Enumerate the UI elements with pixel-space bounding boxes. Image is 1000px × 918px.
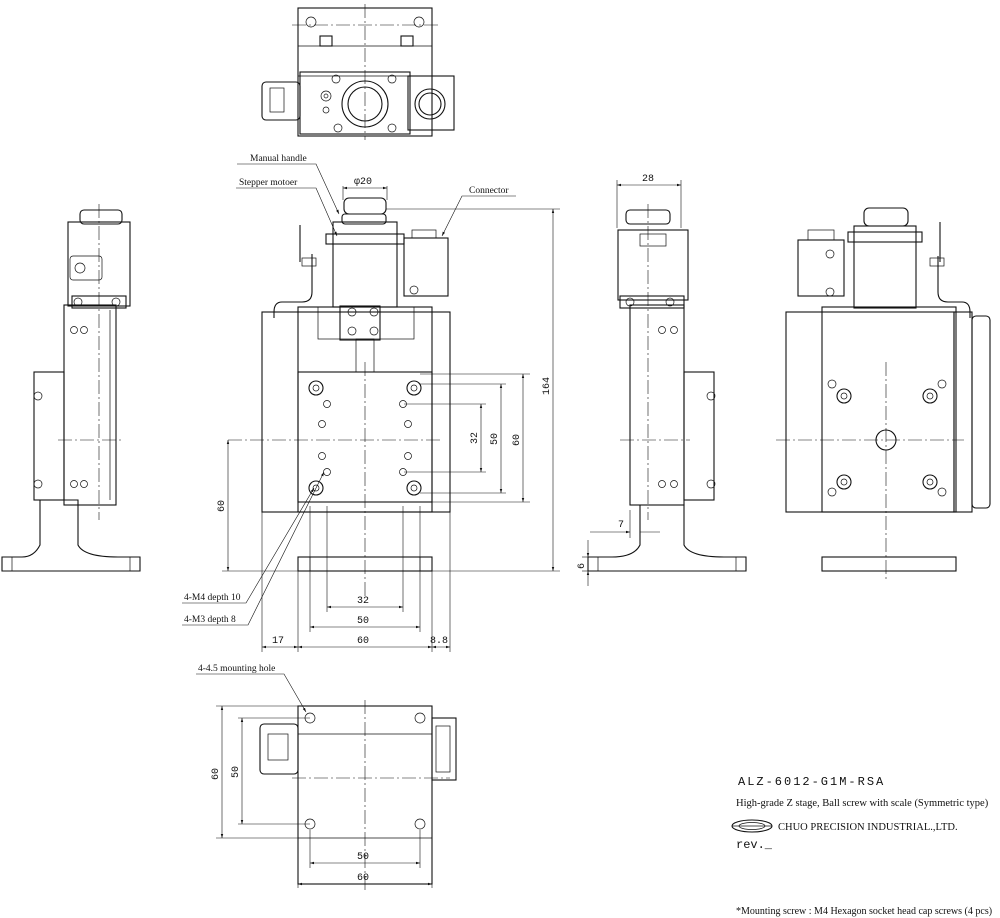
right-center-side-view: 28 7 6 (577, 174, 747, 586)
callout-stepper-motor: Stepper motoer (239, 178, 298, 188)
front-view (228, 197, 451, 596)
dim-164: 164 (542, 377, 553, 395)
dim-28: 28 (642, 174, 654, 185)
callout-mounting-hole: 4-4.5 mounting hole (198, 664, 275, 674)
product-description: High-grade Z stage, Ball screw with scal… (736, 798, 989, 809)
dim-bottom-60h: 60 (357, 873, 369, 884)
dim-h32: 32 (357, 596, 369, 607)
mounting-screw-note: *Mounting screw : M4 Hexagon socket head… (736, 906, 992, 917)
dim-v50: 50 (490, 433, 501, 445)
dim-phi20: φ20 (354, 177, 372, 188)
dim-h50: 50 (357, 616, 369, 627)
dim-8-8: 8.8 (430, 636, 448, 647)
dim-bottom-60v: 60 (211, 768, 222, 780)
top-view (261, 4, 455, 140)
dim-v32: 32 (470, 432, 481, 444)
model-number: ALZ-6012-G1M-RSA (738, 775, 885, 789)
dim-v60: 60 (512, 434, 523, 446)
dim-6: 6 (577, 563, 588, 569)
callout-m4-depth: 4-M4 depth 10 (184, 593, 241, 603)
company-logo (731, 819, 773, 833)
dim-7: 7 (618, 520, 624, 531)
left-side-view (1, 204, 141, 572)
rear-view (776, 207, 991, 580)
revision: rev._ (736, 838, 773, 852)
front-dimensions: φ20 164 60 50 32 60 32 50 (182, 154, 560, 652)
callout-connector: Connector (469, 186, 509, 196)
company-name: CHUO PRECISION INDUSTRIAL.,LTD. (778, 822, 958, 833)
callout-manual-handle: Manual handle (250, 154, 307, 164)
dim-bottom-50v: 50 (231, 766, 242, 778)
callout-m3-depth: 4-M3 depth 8 (184, 615, 236, 625)
dim-h60: 60 (357, 636, 369, 647)
title-block: ALZ-6012-G1M-RSA High-grade Z stage, Bal… (731, 775, 992, 917)
dim-17: 17 (272, 636, 284, 647)
bottom-view: 50 60 60 50 4-4.5 mounting hole (196, 664, 457, 890)
dim-left-60: 60 (217, 500, 228, 512)
dim-bottom-50h: 50 (357, 852, 369, 863)
